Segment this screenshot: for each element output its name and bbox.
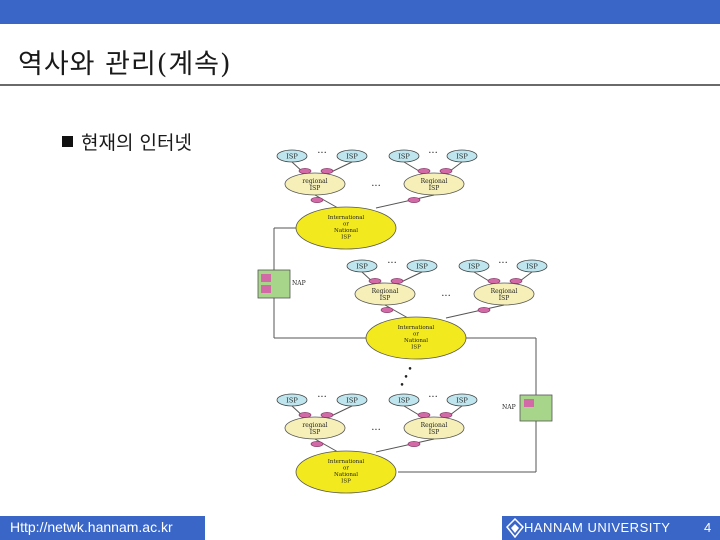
footer-url[interactable]: Http://netwk.hannam.ac.kr [10,519,173,535]
nap-router-icon [524,399,534,407]
ellipsis-label: • [403,373,408,383]
isp-label: ISP [416,263,428,271]
ellipsis-label: • [407,365,412,375]
isp-label: ISP [398,153,410,161]
router-node [439,168,453,174]
nap-box [519,394,553,422]
university-logo-icon [506,518,524,538]
link-line [314,438,339,453]
isp-label: ISP [456,397,468,405]
isp-label: ISP [286,397,298,405]
isp-label: ISP [468,263,480,271]
isp-label: ISP [346,153,358,161]
square-bullet-icon [62,136,73,147]
isp-label: ISP [356,263,368,271]
page-number: 4 [704,520,712,535]
footer-university-bar: HANNAM UNIVERSITY 4 [502,516,720,540]
nap-router-icon [261,274,271,282]
router-node [439,412,453,418]
regional-isp-label: Regional [372,288,399,295]
ellipsis-label: ... [387,255,397,266]
router-node [380,307,394,313]
link-line [375,438,435,453]
regional-isp-label: ISP [310,185,321,192]
router-node [390,278,404,284]
regional-isp-label: ISP [310,429,321,436]
footer-university: HANNAM UNIVERSITY [524,520,671,535]
regional-isp-label: ISP [429,429,440,436]
top-banner [0,0,720,24]
bullet-text: 현재의 인터넷 [81,132,192,154]
national-isp-label: National [404,338,428,344]
router-node [477,307,491,313]
national-isp-label: National [334,472,358,478]
ellipsis-label: ... [428,145,438,156]
nap-label: NAP [502,404,516,411]
national-isp-label: or [343,466,349,472]
regional-isp-label: Regional [421,422,448,429]
regional-isp-label: regional [302,422,327,429]
router-node [407,197,421,203]
ellipsis-label: • [399,381,404,391]
title-divider [0,84,720,86]
router-node [310,197,324,203]
ellipsis-label: ... [371,422,381,433]
national-isp-label: ISP [341,479,351,485]
link-line [384,304,409,319]
isp-label: ISP [398,397,410,405]
isp-label: ISP [286,153,298,161]
isp-label: ISP [456,153,468,161]
regional-isp-label: regional [302,178,327,185]
ellipsis-label: ... [498,255,508,266]
link-line [314,194,339,209]
national-isp-label: ISP [411,345,421,351]
regional-isp-label: ISP [380,295,391,302]
regional-isp-label: ISP [499,295,510,302]
national-isp-label: International [398,325,435,331]
regional-isp-label: Regional [491,288,518,295]
national-isp-node [295,450,397,494]
ellipsis-label: ... [317,145,327,156]
national-isp-label: or [343,222,349,228]
ellipsis-label: ... [441,288,451,299]
isp-label: ISP [346,397,358,405]
nap-label: NAP [292,280,306,287]
router-node [310,441,324,447]
router-node [320,412,334,418]
national-isp-label: ISP [341,235,351,241]
regional-isp-label: ISP [429,185,440,192]
isp-label: ISP [526,263,538,271]
router-node [320,168,334,174]
bullet-item: 현재의 인터넷 [62,128,192,155]
national-isp-label: or [413,332,419,338]
link-line [445,304,505,319]
nap-router-icon [261,285,271,293]
router-node [407,441,421,447]
national-isp-label: National [334,228,358,234]
regional-isp-label: Regional [421,178,448,185]
national-isp-label: International [328,459,365,465]
ellipsis-label: ... [428,389,438,400]
link-line [375,194,435,209]
footer-url-bar: Http://netwk.hannam.ac.kr [0,516,205,540]
router-node [509,278,523,284]
ellipsis-label: ... [371,178,381,189]
ellipsis-label: ... [317,389,327,400]
slide-title: 역사와 관리(계속) [18,49,232,80]
national-isp-label: International [328,215,365,221]
